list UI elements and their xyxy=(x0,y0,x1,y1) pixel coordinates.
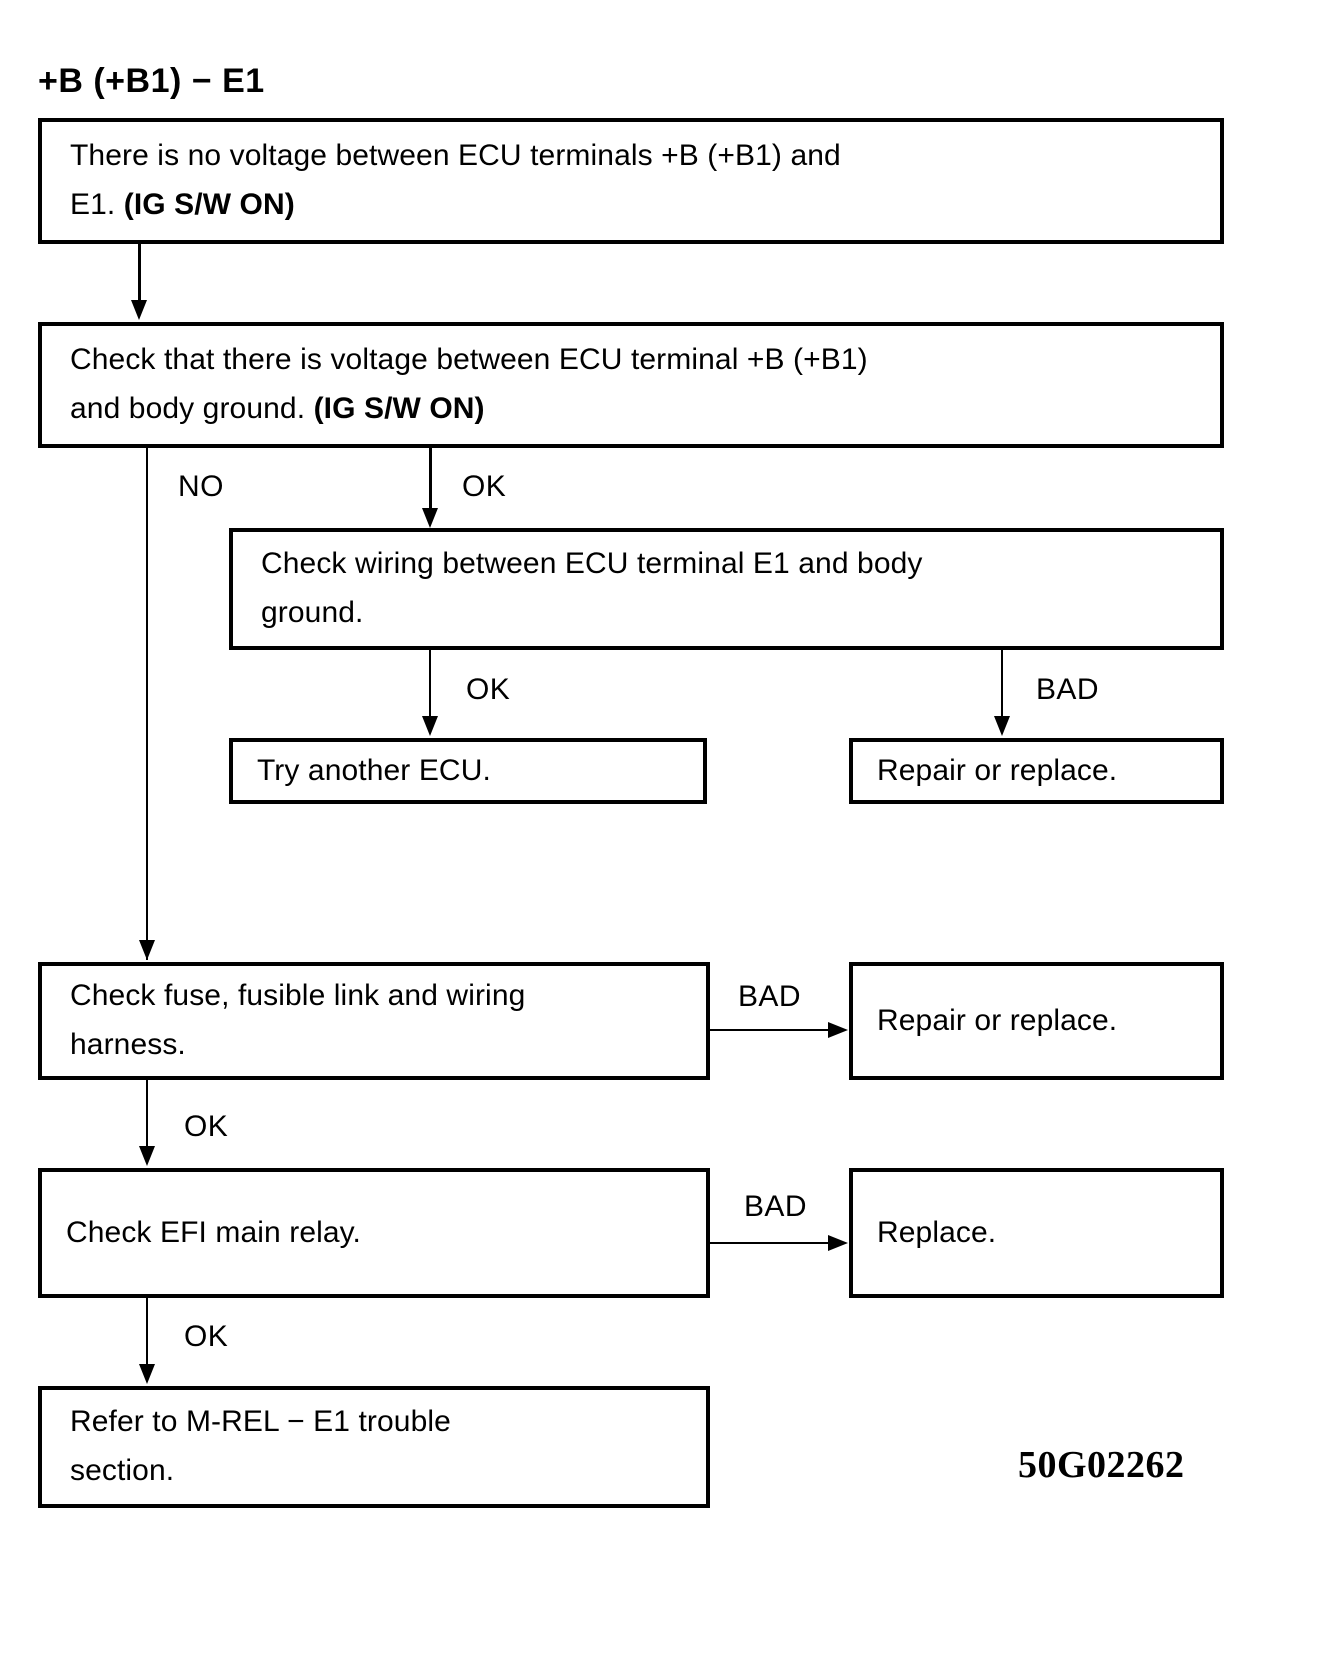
node-check-efi-relay: Check EFI main relay. xyxy=(38,1168,710,1298)
edge-label-ok-check-voltage: OK xyxy=(462,470,507,503)
node-symptom-line2-bold: (IG S/W ON) xyxy=(123,188,295,221)
connector-check-efi-bad xyxy=(710,1242,832,1244)
node-check-efi-relay-text: Check EFI main relay. xyxy=(66,1215,361,1249)
node-try-another-ecu-text: Try another ECU. xyxy=(257,753,491,787)
edge-label-bad-check-wiring: BAD xyxy=(1036,673,1099,706)
connector-check-wiring-bad xyxy=(1001,650,1003,728)
figure-reference-code: 50G02262 xyxy=(1018,1444,1185,1486)
arrowhead-ok-to-check-wiring xyxy=(422,508,438,528)
page-title: +B (+B1) − E1 xyxy=(38,62,265,100)
node-repair-or-replace-2-text: Repair or replace. xyxy=(877,1003,1118,1037)
node-repair-or-replace-2: Repair or replace. xyxy=(849,962,1224,1080)
node-check-wiring: Check wiring between ECU terminal E1 and… xyxy=(229,528,1224,650)
arrowhead-check-fuse-bad xyxy=(828,1022,848,1038)
node-symptom: There is no voltage between ECU terminal… xyxy=(38,118,1224,244)
edge-label-ok-check-efi: OK xyxy=(184,1320,229,1353)
node-check-wiring-line1: Check wiring between ECU terminal E1 and… xyxy=(261,547,923,581)
node-replace: Replace. xyxy=(849,1168,1224,1298)
node-repair-or-replace-1: Repair or replace. xyxy=(849,738,1224,804)
node-refer-mrel-line1: Refer to M-REL − E1 trouble xyxy=(70,1405,451,1439)
edge-label-no: NO xyxy=(178,470,224,503)
arrowhead-check-fuse-ok xyxy=(139,1146,155,1166)
node-check-fuse: Check fuse, fusible link and wiring harn… xyxy=(38,962,710,1080)
node-check-voltage-line2-bold: (IG S/W ON) xyxy=(313,392,485,425)
node-symptom-line1: There is no voltage between ECU terminal… xyxy=(70,139,841,173)
connector-check-efi-ok xyxy=(146,1298,148,1376)
node-refer-mrel-text: Refer to M-REL − E1 trouble section. xyxy=(42,1398,469,1495)
connector-check-fuse-ok xyxy=(146,1080,148,1158)
edge-label-bad-check-efi: BAD xyxy=(744,1190,807,1223)
connector-check-wiring-ok xyxy=(429,650,431,728)
node-replace-text: Replace. xyxy=(877,1215,997,1249)
arrowhead-no-branch xyxy=(139,940,155,960)
connector-no-branch xyxy=(146,448,148,960)
node-check-voltage-line1: Check that there is voltage between ECU … xyxy=(70,343,868,377)
node-symptom-text: There is no voltage between ECU terminal… xyxy=(42,132,859,229)
edge-label-ok-check-fuse: OK xyxy=(184,1110,229,1143)
connector-check-fuse-bad xyxy=(710,1029,832,1031)
node-refer-mrel: Refer to M-REL − E1 trouble section. xyxy=(38,1386,710,1508)
arrowhead-check-efi-bad xyxy=(828,1235,848,1251)
node-repair-or-replace-1-text: Repair or replace. xyxy=(877,753,1118,787)
arrowhead-symptom-to-check-voltage xyxy=(131,300,147,320)
edge-label-bad-check-fuse: BAD xyxy=(738,980,801,1013)
node-check-fuse-line2: harness. xyxy=(70,1028,186,1061)
connector-ok-to-check-wiring xyxy=(429,448,432,520)
node-check-voltage-line2-plain: and body ground. xyxy=(70,392,314,425)
node-check-voltage-text: Check that there is voltage between ECU … xyxy=(42,336,886,433)
node-check-wiring-line2: ground. xyxy=(261,596,364,629)
node-check-wiring-text: Check wiring between ECU terminal E1 and… xyxy=(233,540,941,637)
node-try-another-ecu: Try another ECU. xyxy=(229,738,707,804)
edge-label-ok-check-wiring: OK xyxy=(466,673,511,706)
node-check-voltage: Check that there is voltage between ECU … xyxy=(38,322,1224,448)
arrowhead-check-wiring-bad xyxy=(994,716,1010,736)
node-symptom-line2-plain: E1. xyxy=(70,188,124,221)
arrowhead-check-efi-ok xyxy=(139,1364,155,1384)
node-refer-mrel-line2: section. xyxy=(70,1454,175,1487)
node-check-fuse-line1: Check fuse, fusible link and wiring xyxy=(70,979,526,1013)
arrowhead-check-wiring-ok xyxy=(422,716,438,736)
node-check-fuse-text: Check fuse, fusible link and wiring harn… xyxy=(42,972,543,1069)
connector-symptom-to-check-voltage xyxy=(138,244,141,304)
